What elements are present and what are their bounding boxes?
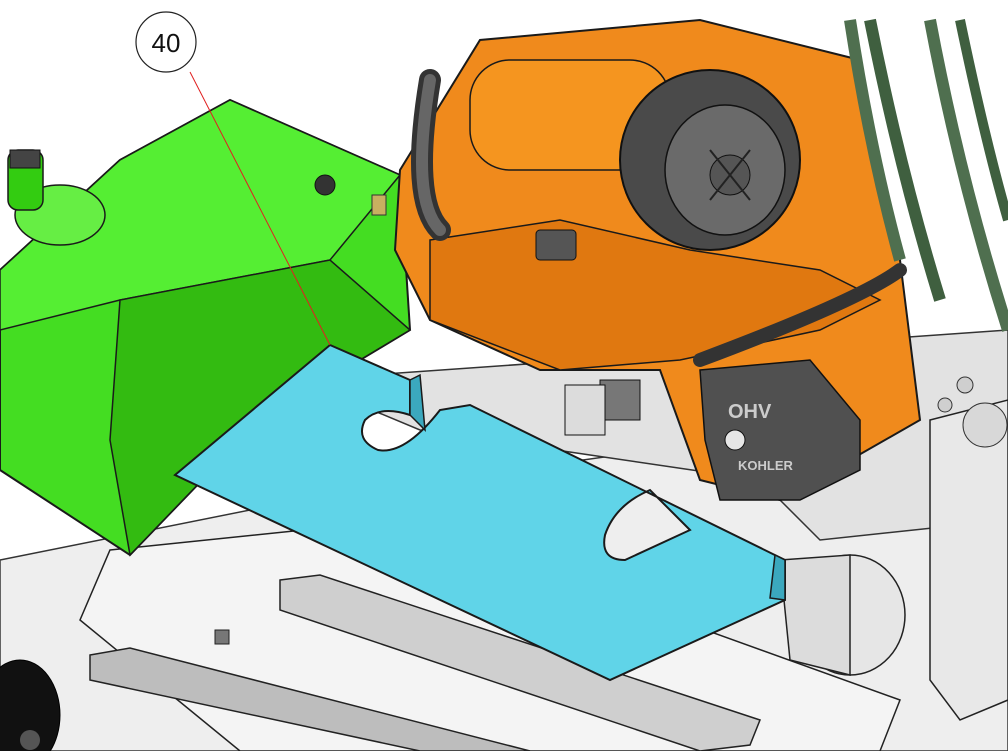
- air-filter: [619, 69, 801, 251]
- engine-ohv-label: OHV: [728, 401, 772, 423]
- engine-cover: OHV KOHLER: [699, 359, 861, 501]
- callout-balloon: [135, 11, 197, 73]
- callout-number: 40: [152, 28, 181, 58]
- engine-brand-label: KOHLER: [738, 458, 794, 473]
- engine: OHV KOHLER: [393, 18, 922, 502]
- muffler: [779, 554, 906, 676]
- heat-shield: [173, 343, 786, 682]
- callout-40: 40: [135, 11, 331, 346]
- hoses: [844, 18, 1008, 332]
- leader-line: [189, 71, 331, 346]
- wheel: [0, 659, 61, 751]
